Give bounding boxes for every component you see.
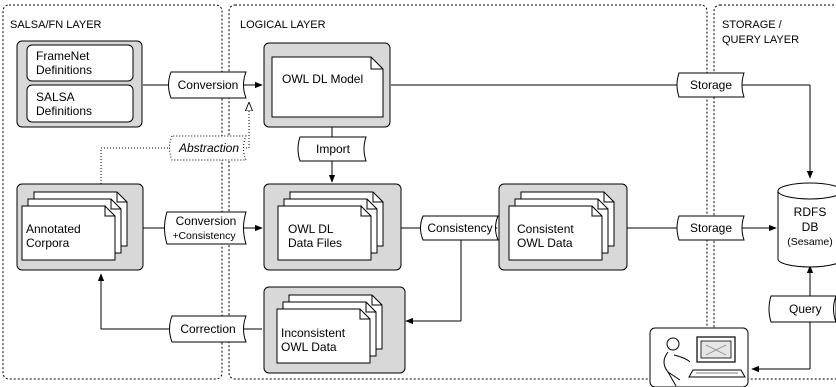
consistent-owl-data-stack (508, 191, 615, 261)
owl-dl-data-files-label-1: OWL DL (288, 222, 334, 236)
rdfs-db-label-1: RDFS (794, 205, 827, 219)
salsa-label-1: SALSA (36, 90, 75, 104)
layer-title-storage-2: QUERY LAYER (722, 34, 799, 46)
process-correction: Correction (169, 315, 247, 343)
inconsistent-owl-data-label-1: Inconsistent (281, 326, 346, 340)
process-import: Import (297, 136, 367, 162)
annotated-corpora-stack (21, 191, 128, 261)
consistent-owl-data-label-2: OWL Data (517, 236, 573, 250)
process-storage-mid: Storage (676, 215, 745, 241)
inconsistent-owl-data-container: Inconsistent OWL Data (263, 286, 406, 374)
process-abstraction-label: Abstraction (178, 141, 239, 155)
process-abstraction: Abstraction (169, 135, 247, 161)
process-import-label: Import (316, 142, 351, 156)
process-storage-top: Storage (676, 72, 745, 98)
abstraction-connector (100, 103, 249, 184)
annotated-corpora-label-1: Annotated (26, 222, 81, 236)
process-conversion-label: Conversion (178, 78, 239, 92)
process-correction-label: Correction (180, 322, 235, 336)
layer-storage-query: STORAGE / QUERY LAYER (713, 4, 836, 380)
owl-dl-data-files-stack (277, 191, 384, 261)
layer-salsa-fn: SALSA/FN LAYER (2, 4, 223, 380)
rdfs-db-label-3: (Sesame) (787, 236, 833, 248)
process-conversion: Conversion (168, 71, 247, 99)
consistent-owl-data-container: Consistent OWL Data (498, 183, 628, 271)
process-storage-mid-label: Storage (690, 221, 732, 235)
process-consistency: Consistency (420, 215, 499, 241)
process-query-label: Query (789, 302, 822, 316)
process-storage-top-label: Storage (690, 78, 732, 92)
process-consistency-label: Consistency (427, 221, 492, 235)
layer-title-logical: LOGICAL LAYER (240, 19, 326, 31)
owl-dl-model-container: OWL DL Model (263, 42, 391, 128)
annotated-corpora-container: Annotated Corpora (16, 183, 144, 271)
owl-dl-model-label: OWL DL Model (282, 72, 363, 86)
process-query: Query (768, 295, 836, 323)
framenet-definitions-box: FrameNet Definitions (26, 44, 134, 82)
framenet-label-1: FrameNet (36, 49, 90, 63)
consistent-owl-data-label-1: Consistent (517, 222, 574, 236)
layer-title-salsa-fn: SALSA/FN LAYER (10, 19, 102, 31)
user-at-computer-icon (649, 327, 749, 387)
rdfs-db-cylinder: RDFS DB (Sesame) (777, 182, 836, 268)
layer-title-storage-1: STORAGE / (722, 19, 783, 31)
inconsistent-owl-data-label-2: OWL Data (281, 340, 337, 354)
annotated-corpora-label-2: Corpora (26, 236, 70, 250)
owl-dl-model-doc: OWL DL Model (271, 56, 384, 118)
rdfs-db-label-2: DB (802, 220, 819, 234)
framenet-label-2: Definitions (36, 63, 92, 77)
process-conversion-consistency-label-1: Conversion (176, 214, 237, 228)
layer-logical: LOGICAL LAYER (228, 4, 708, 380)
process-conversion-consistency: Conversion +Consistency (164, 211, 247, 245)
salsa-definitions-box: SALSA Definitions (26, 84, 134, 123)
inconsistent-owl-data-stack (276, 294, 383, 364)
owl-dl-data-files-label-2: Data Files (288, 236, 342, 250)
owl-dl-data-files-container: OWL DL Data Files (263, 183, 402, 271)
definitions-container: FrameNet Definitions SALSA Definitions (16, 40, 143, 128)
salsa-label-2: Definitions (36, 104, 92, 118)
process-conversion-consistency-label-2: +Consistency (172, 230, 236, 242)
